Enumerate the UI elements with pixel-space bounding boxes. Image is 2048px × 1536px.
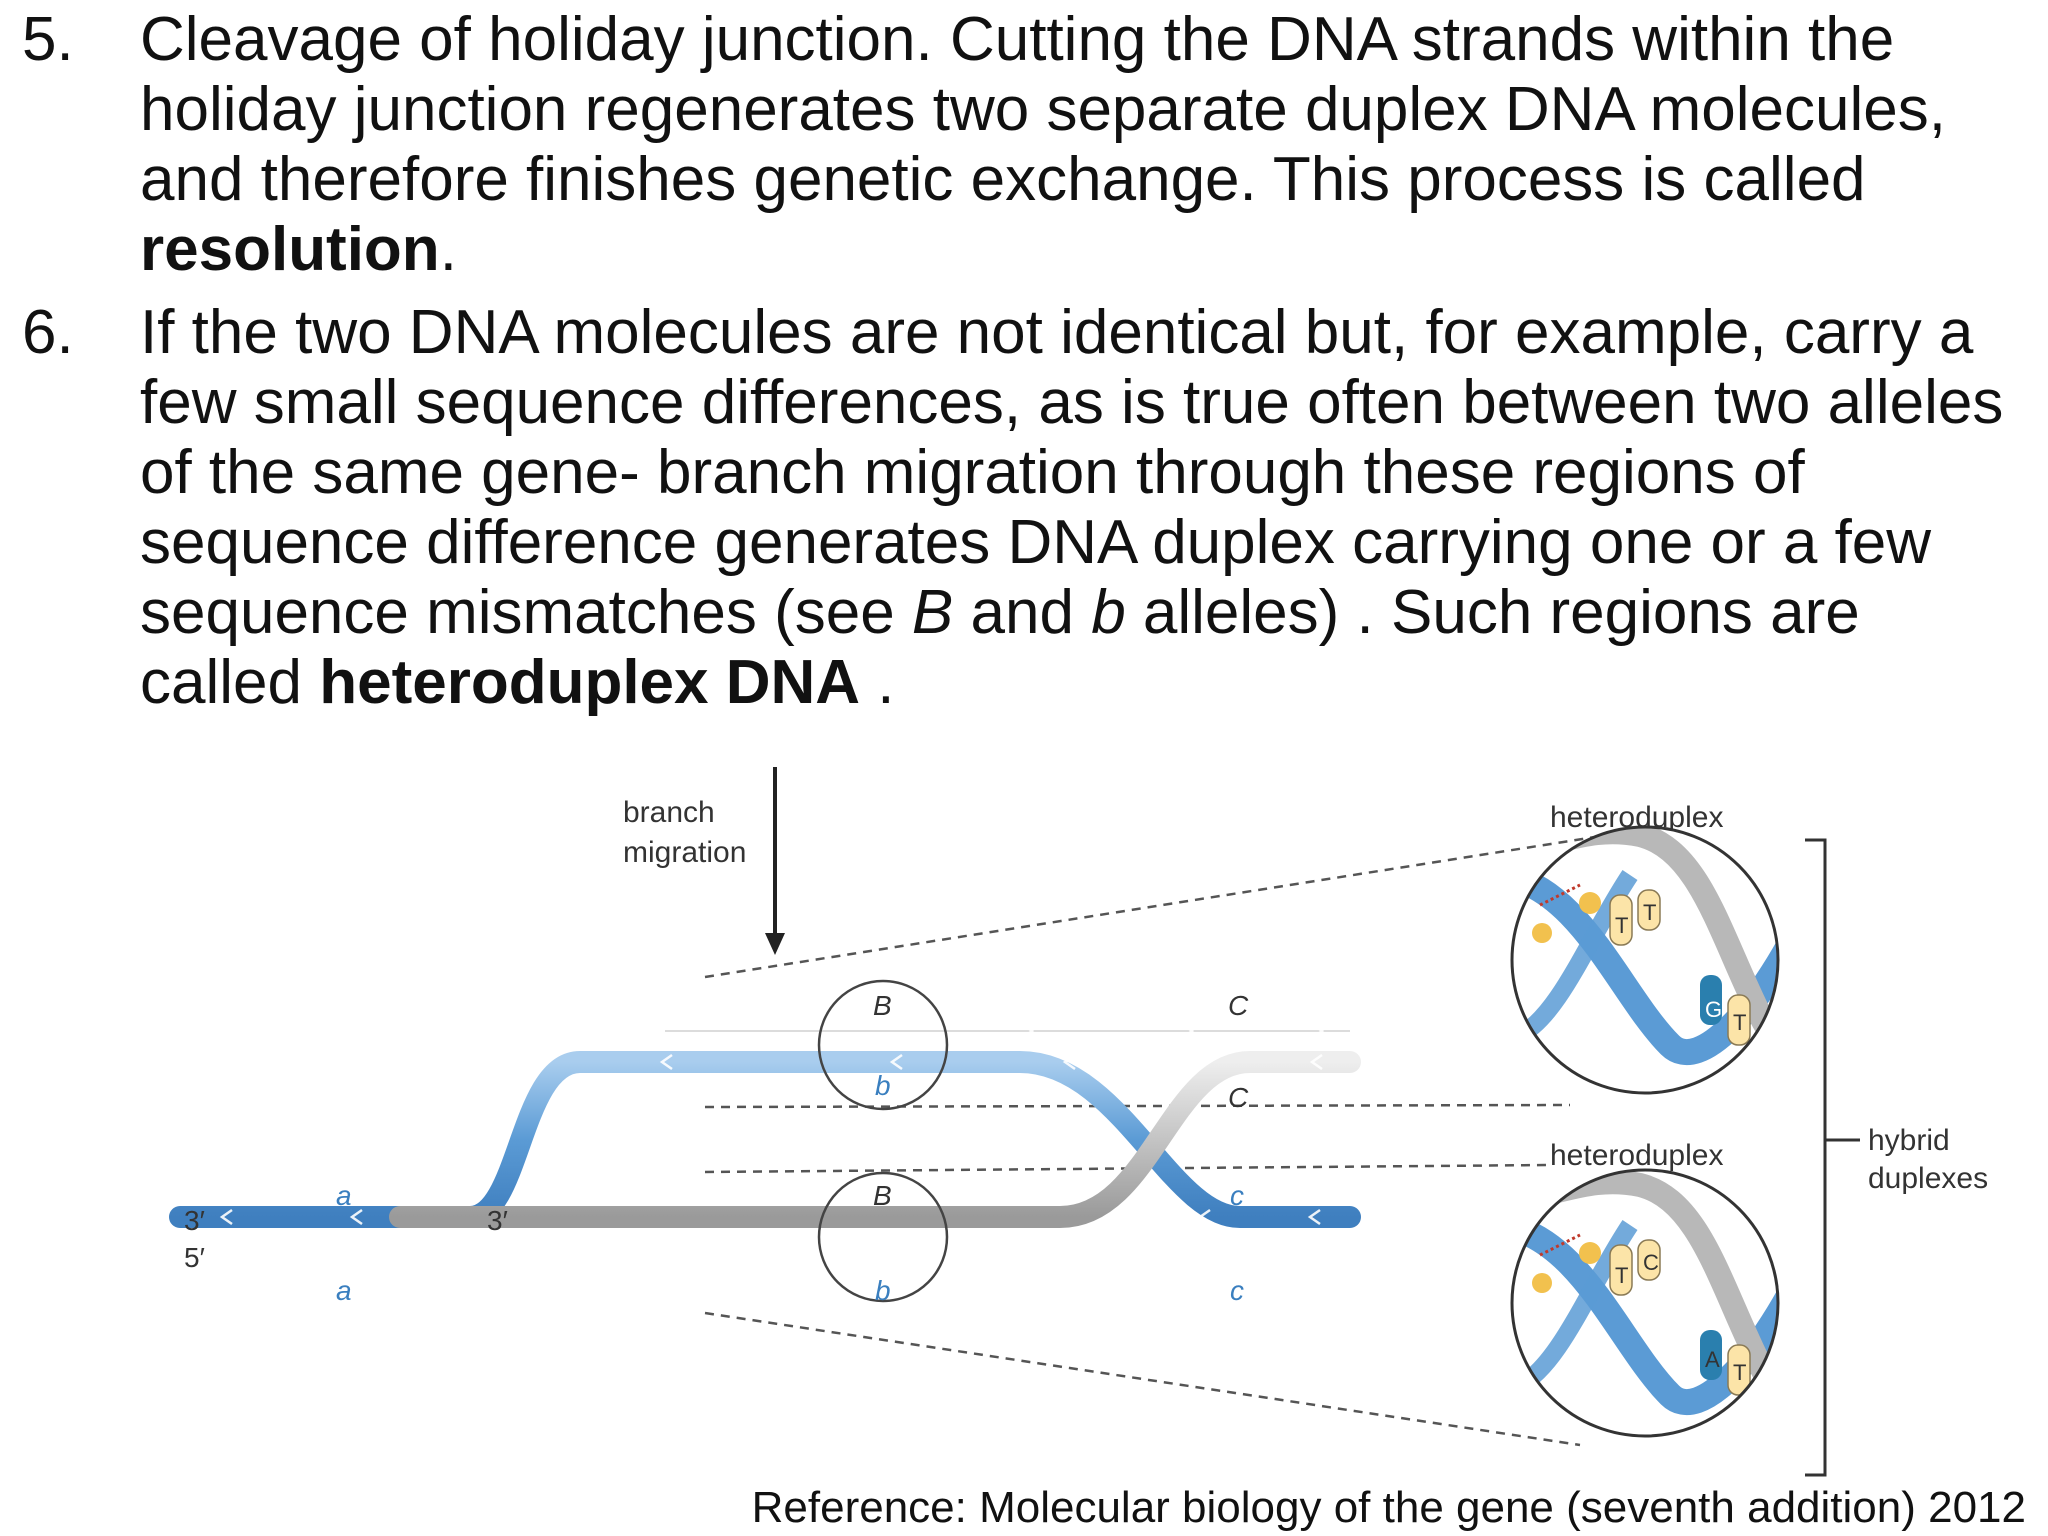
heteroduplex-bottom-label: heteroduplex <box>1550 1139 1723 1172</box>
migration-label: migration <box>623 836 746 869</box>
base-label: A <box>1705 1347 1720 1372</box>
reference-citation: Reference: Molecular biology of the gene… <box>751 1483 2026 1532</box>
bold-term-resolution: resolution <box>140 215 440 284</box>
base-label: C <box>1643 1250 1659 1275</box>
base-label: T <box>1643 900 1656 925</box>
zoom-circle-bottom: T C A T <box>1510 1168 1780 1438</box>
text-span: . <box>860 648 895 717</box>
blue-strand-crossing <box>169 1051 1361 1228</box>
bold-term-heteroduplex: heteroduplex DNA <box>319 648 861 717</box>
text-span: and <box>953 578 1092 647</box>
heteroduplex-figure: branch migration <box>160 755 2048 1490</box>
italic-allele: b <box>1091 578 1126 647</box>
hybrid-label: hybrid <box>1868 1124 1950 1157</box>
base-label: T <box>1615 1263 1628 1288</box>
allele-a-top: a <box>336 1180 352 1211</box>
text-span: Cleavage of holiday junction. Cutting th… <box>140 5 1946 214</box>
allele-C-top: C <box>1228 990 1249 1021</box>
strand-direction-marks <box>211 1022 1325 1264</box>
allele-b-bottom: b <box>875 1275 891 1306</box>
end-3prime-label: 3′ <box>184 1205 205 1236</box>
base-label: G <box>1705 997 1722 1022</box>
text-span: . <box>439 215 457 284</box>
text-span: alleles) . Such regions are called <box>140 578 1860 717</box>
allele-circle-bottom <box>817 1171 949 1303</box>
arrow-head-icon <box>765 933 785 955</box>
duplexes-label: duplexes <box>1868 1162 1988 1195</box>
text-span: If the two DNA molecules are not identic… <box>140 298 2004 647</box>
zoom-circle-top: T T G T <box>1510 825 1780 1095</box>
list-item-text: Cleavage of holiday junction. Cutting th… <box>140 5 2030 285</box>
base-label: T <box>1615 913 1628 938</box>
inner-3prime-label: 3′ <box>487 1205 508 1236</box>
list-item-text: If the two DNA molecules are not identic… <box>140 298 2030 718</box>
hybrid-bracket <box>1805 838 1827 1477</box>
allele-C-mid: C <box>1228 1082 1249 1113</box>
base-label: T <box>1733 1010 1746 1035</box>
gray-strand-crossing <box>389 1051 1361 1228</box>
allele-a-bottom: a <box>336 1275 352 1306</box>
end-5prime-label: 5′ <box>184 1242 205 1273</box>
base-label: T <box>1733 1360 1746 1385</box>
list-number: 5. <box>22 5 74 74</box>
allele-circle-top <box>817 979 949 1111</box>
figure-svg: branch migration <box>169 767 1988 1477</box>
allele-b-top: b <box>875 1070 891 1101</box>
italic-allele: B <box>911 578 954 647</box>
allele-c-bottom: c <box>1230 1275 1244 1306</box>
branch-label: branch <box>623 796 715 829</box>
allele-c-mid: c <box>1230 1180 1244 1211</box>
allele-B-top: B <box>873 990 892 1021</box>
allele-B-bottom: B <box>873 1180 892 1211</box>
list-number: 6. <box>22 298 74 367</box>
